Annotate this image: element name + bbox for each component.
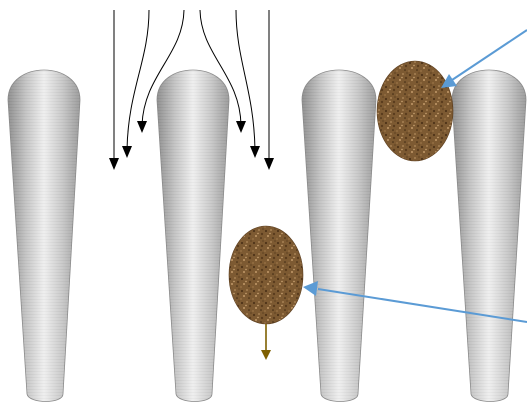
flow-line-2 — [127, 10, 149, 150]
particle-trapped — [377, 61, 453, 161]
flow-arrowhead-2 — [122, 146, 132, 158]
bar-4 — [452, 70, 526, 402]
flow-arrowhead-4 — [236, 121, 246, 133]
motion-arrow — [261, 324, 271, 360]
flow-arrowhead-3 — [137, 121, 147, 133]
flow-arrowhead-6 — [264, 158, 274, 170]
bar-3 — [302, 70, 376, 402]
bar-2 — [157, 70, 229, 402]
flow-arrowhead-1 — [109, 158, 119, 170]
flow-line-5 — [236, 10, 255, 150]
bar-1 — [8, 70, 80, 402]
flow-arrowhead-5 — [250, 146, 260, 158]
particle-passing — [229, 226, 303, 324]
